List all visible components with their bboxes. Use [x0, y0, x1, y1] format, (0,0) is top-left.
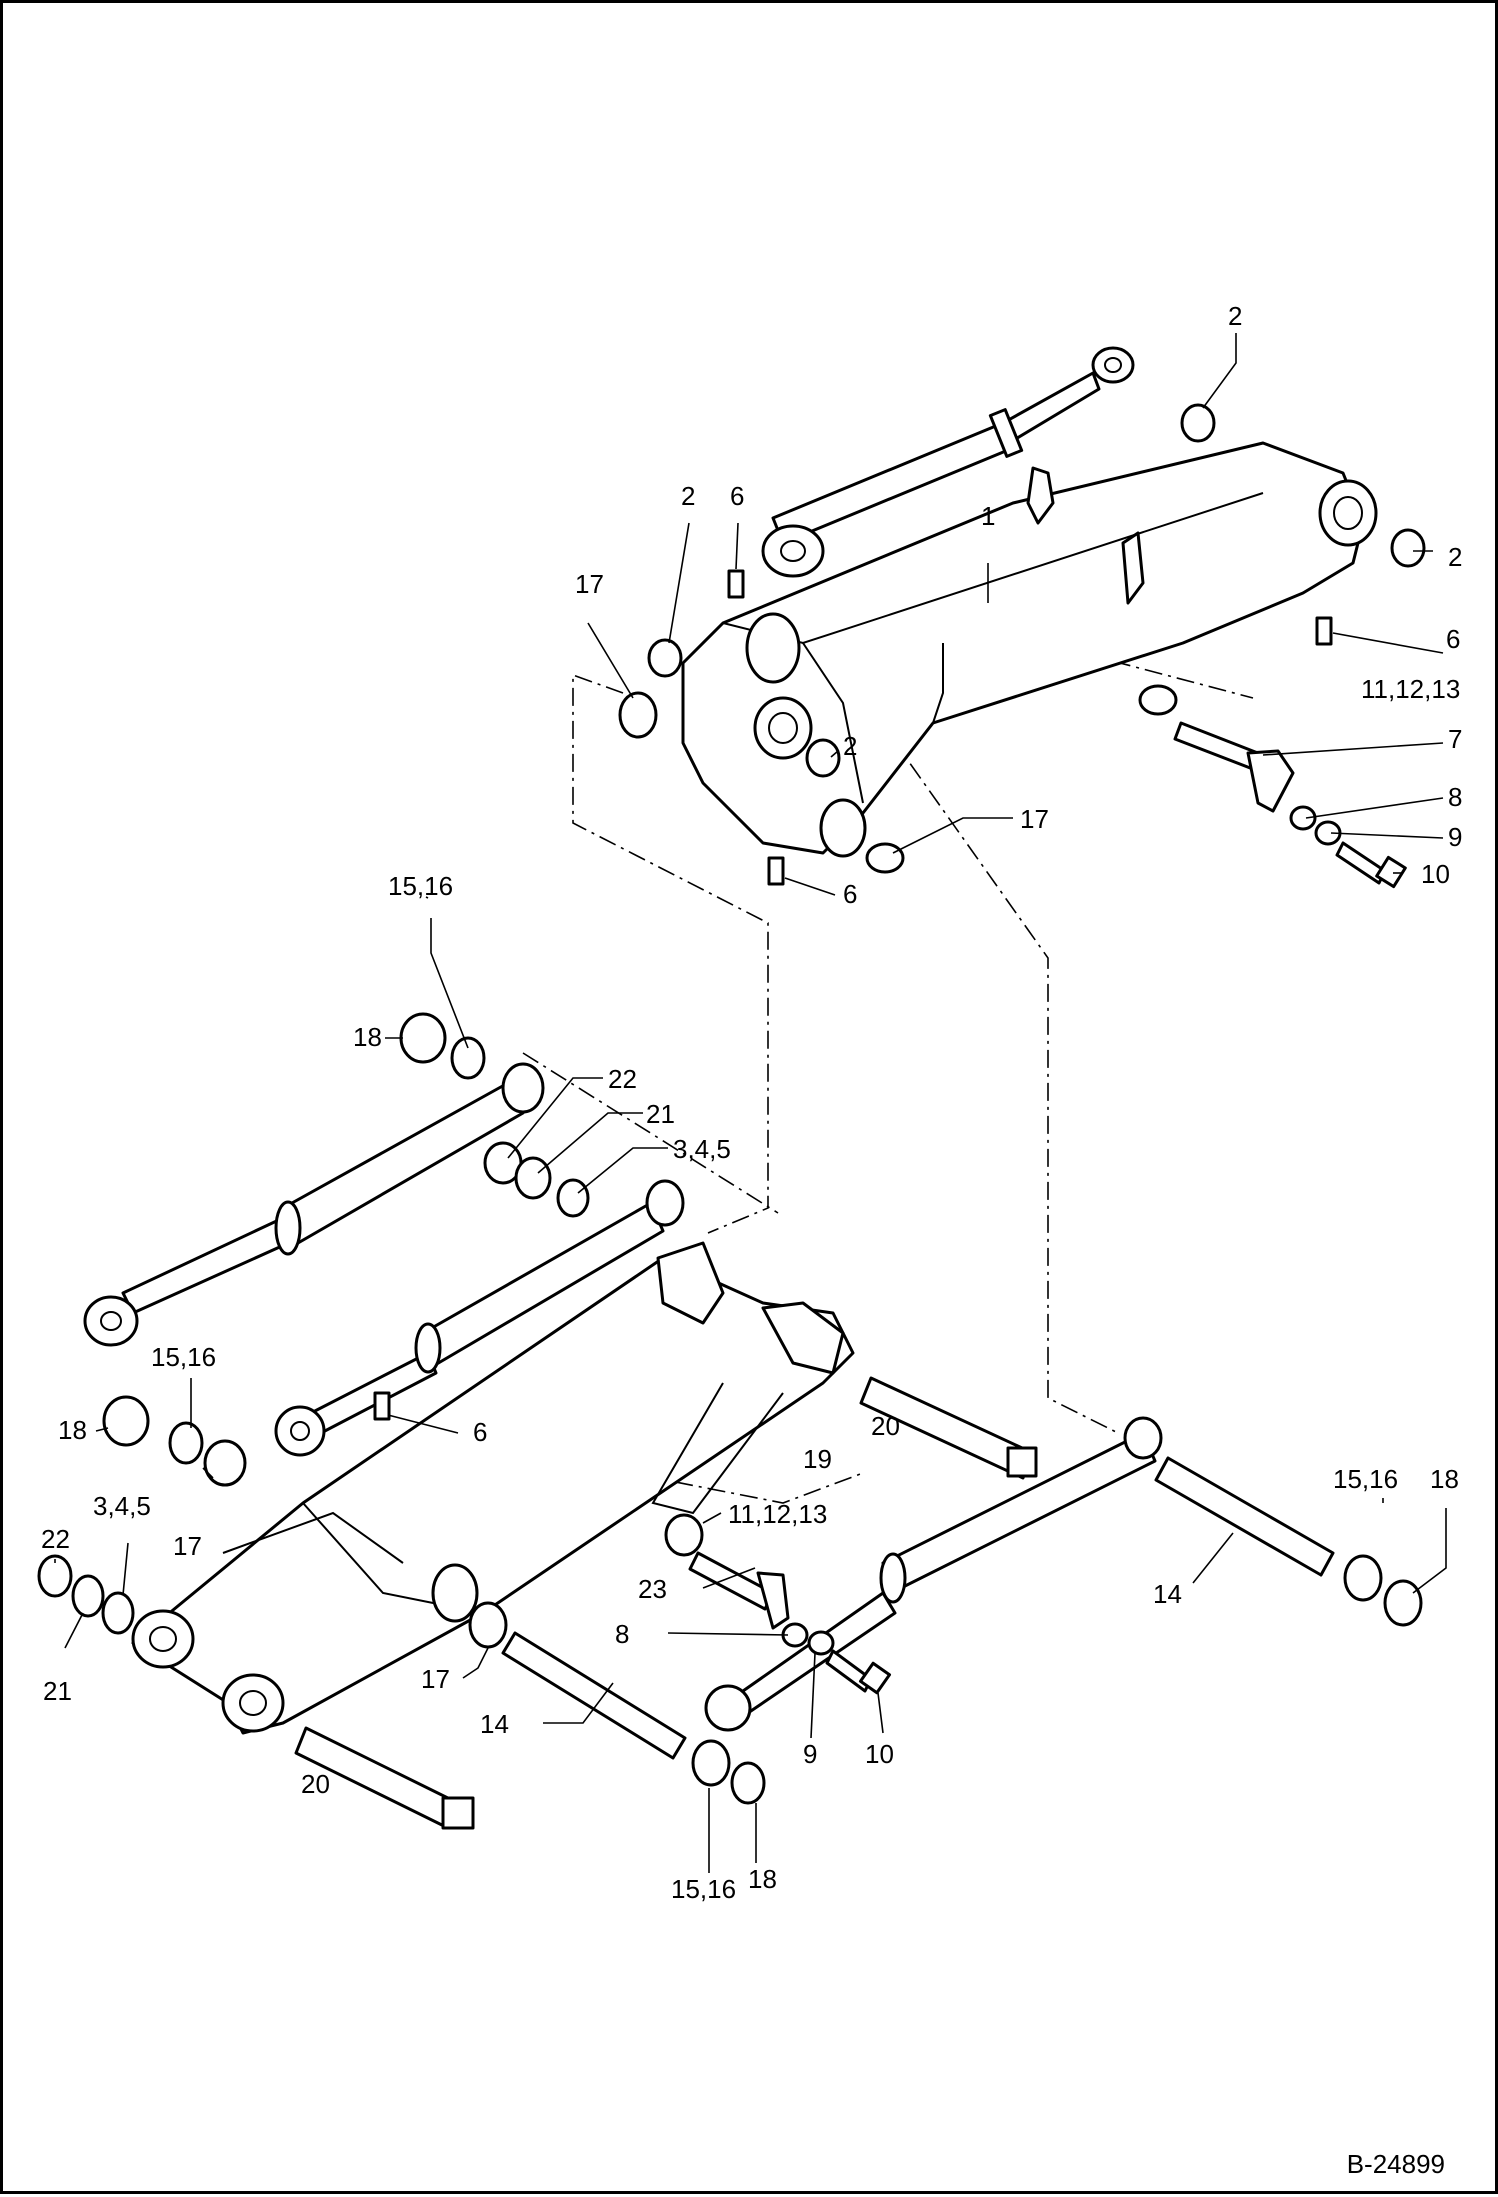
callout-label: 20 — [301, 1769, 330, 1799]
callout-label: 22 — [608, 1064, 637, 1094]
callout-label: 14 — [480, 1709, 509, 1739]
callout-label: 8 — [1448, 782, 1462, 812]
callout-label: 2 — [1448, 542, 1462, 572]
callout-label: 18 — [58, 1415, 87, 1445]
callout-label: 15,16 — [388, 871, 453, 901]
callout-label: 20 — [871, 1411, 900, 1441]
callout-label: 23 — [638, 1574, 667, 1604]
callout-label: 17 — [173, 1531, 202, 1561]
boom-pins-and-washers — [37, 1012, 1423, 1830]
callout-label: 18 — [1430, 1464, 1459, 1494]
callout-label: 6 — [843, 879, 857, 909]
callout-label: 3,4,5 — [93, 1491, 151, 1521]
callout-label: 17 — [421, 1664, 450, 1694]
callout-label: 8 — [615, 1619, 629, 1649]
callout-label: 21 — [43, 1676, 72, 1706]
callout-label: 2 — [681, 481, 695, 511]
boom-cylinder-upper — [83, 1062, 545, 1347]
callout-label: 18 — [748, 1864, 777, 1894]
callout-label: 17 — [575, 569, 604, 599]
callout-label: 21 — [646, 1099, 675, 1129]
callout-label: 22 — [41, 1524, 70, 1554]
callout-label: 1 — [981, 501, 995, 531]
callout-label: 6 — [473, 1417, 487, 1447]
callout-label: 11,12,13 — [728, 1499, 827, 1529]
callout-label: 9 — [803, 1739, 817, 1769]
arm-bushings-and-pins — [618, 403, 1426, 889]
callout-labels: 2 2 2 2 6 6 6 17 17 1 11,12,13 7 8 9 10 … — [41, 301, 1462, 1904]
callout-label: 3,4,5 — [673, 1134, 731, 1164]
drawing-reference-number: B-24899 — [1347, 2149, 1445, 2179]
callout-label: 10 — [865, 1739, 894, 1769]
callout-label: 15,16 — [671, 1874, 736, 1904]
swing-cylinder — [704, 1416, 1163, 1732]
boom-assembly — [83, 1062, 1163, 1735]
callout-label: 2 — [843, 731, 857, 761]
callout-label: 18 — [353, 1022, 382, 1052]
arm-assembly — [681, 346, 1378, 858]
callout-label: 6 — [730, 481, 744, 511]
callout-label: 9 — [1448, 822, 1462, 852]
arm-cylinder — [761, 346, 1135, 578]
callout-leaders — [54, 333, 1447, 1873]
callout-label: 15,16 — [1333, 1464, 1398, 1494]
callout-label: 2 — [1228, 301, 1242, 331]
callout-label: 17 — [1020, 804, 1049, 834]
callout-label: 6 — [1446, 624, 1460, 654]
callout-label: 19 — [803, 1444, 832, 1474]
callout-label: 10 — [1421, 859, 1450, 889]
callout-label: 11,12,13 — [1361, 674, 1460, 704]
exploded-parts-diagram: 2 2 2 2 6 6 6 17 17 1 11,12,13 7 8 9 10 … — [37, 301, 1462, 2179]
callout-label: 14 — [1153, 1579, 1182, 1609]
callout-label: 15,16 — [151, 1342, 216, 1372]
callout-label: 7 — [1448, 724, 1462, 754]
